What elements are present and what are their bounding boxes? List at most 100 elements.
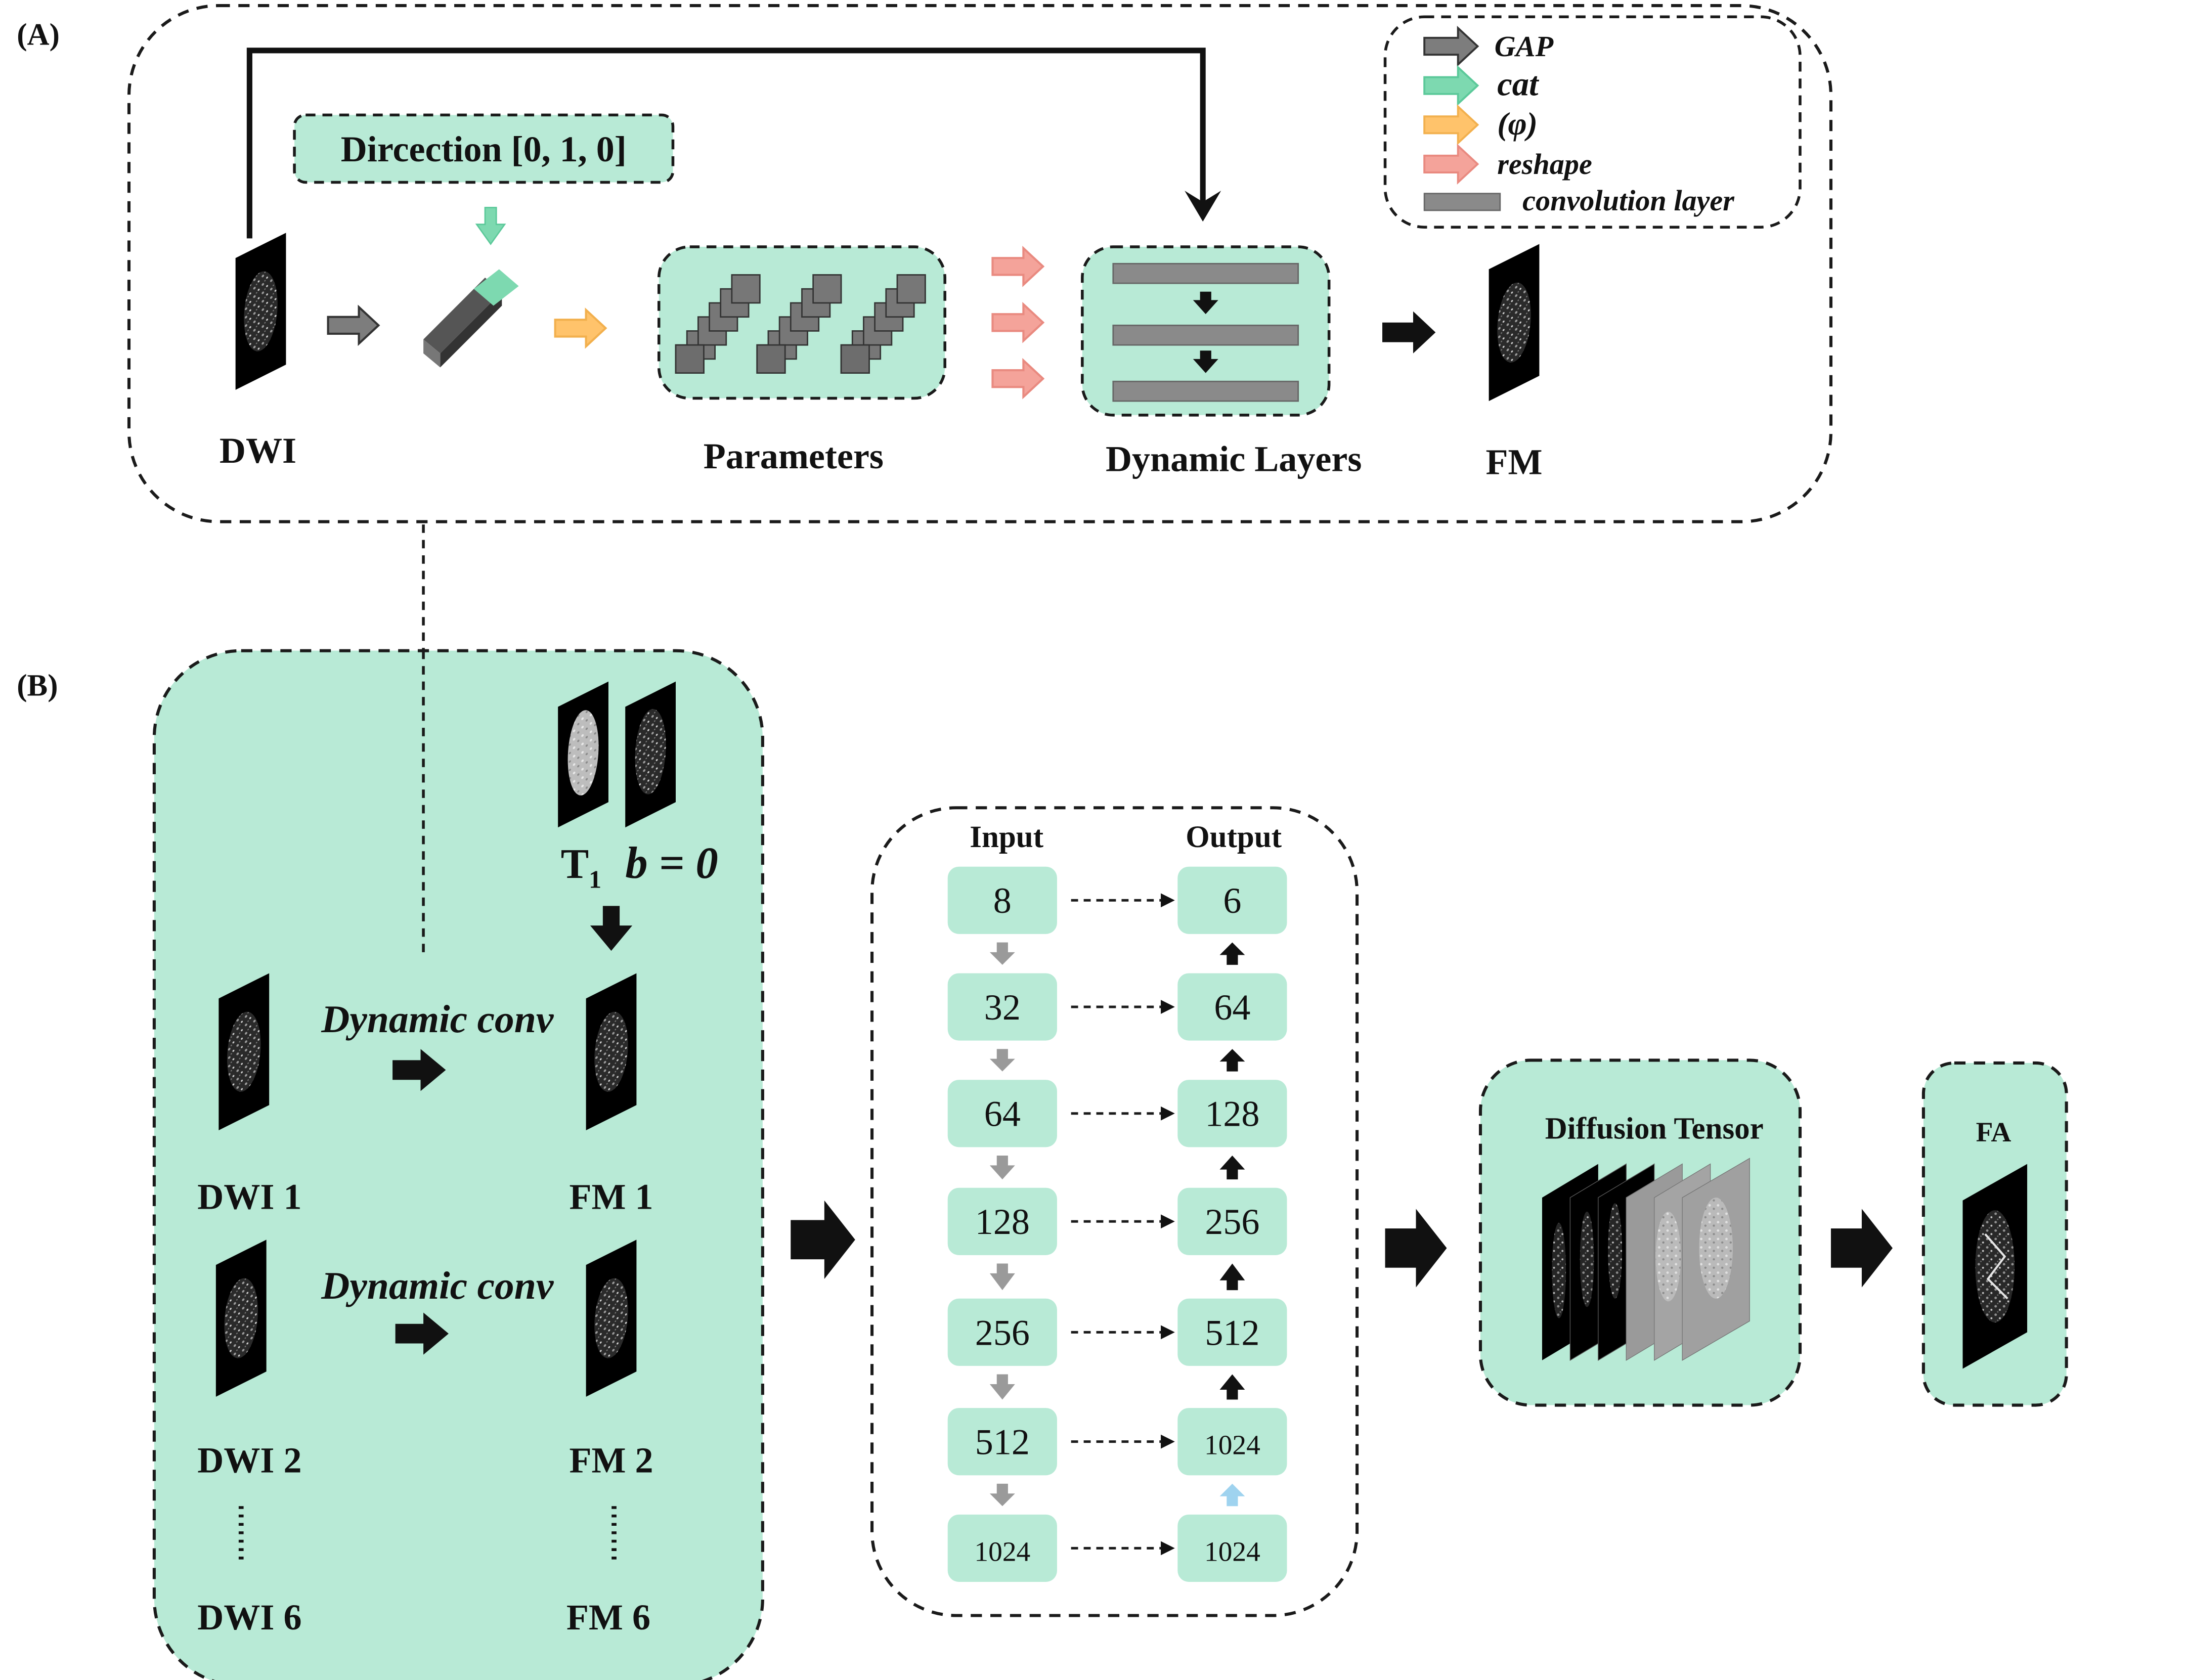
- parameter-stack-3: [840, 274, 926, 374]
- upsample-arrow-icon: [1219, 1049, 1245, 1072]
- dwi6-label: DWI 6: [197, 1597, 301, 1638]
- fm6-label: FM 6: [566, 1597, 650, 1638]
- down-arrow-icon: [1193, 291, 1218, 315]
- t1-label: T1: [561, 841, 601, 893]
- conv-layer-bar: [1112, 380, 1299, 402]
- conv-layer-bar: [1112, 324, 1299, 346]
- input-layer-value: 128: [975, 1202, 1030, 1242]
- output-layer-box: [1177, 1298, 1287, 1366]
- upsample-arrow-icon: [1219, 1483, 1245, 1507]
- downsample-arrow-icon: [989, 1049, 1015, 1072]
- fm-label-a: FM: [1486, 441, 1543, 482]
- input-layer-box: [947, 866, 1057, 934]
- phi-arrow-icon: [554, 307, 607, 349]
- dynamic-conv-panel: [152, 649, 764, 1680]
- to-fa-arrow-icon: [1830, 1209, 1893, 1288]
- downsample-arrow-icon: [989, 1155, 1015, 1180]
- output-layer-value: 1024: [1204, 1430, 1260, 1461]
- legend-reshape-label: reshape: [1497, 148, 1592, 181]
- downsample-arrow-icon: [989, 1374, 1015, 1400]
- dynamic-conv-label-2: Dynamic conv: [321, 1264, 554, 1307]
- upsample-arrow-icon: [1219, 1155, 1245, 1180]
- downsample-arrow-icon: [989, 942, 1015, 965]
- output-layer-value: 128: [1205, 1094, 1259, 1134]
- output-layer-value: 512: [1205, 1312, 1259, 1353]
- panel-a-label: (A): [17, 18, 60, 52]
- output-arrow-icon: [1382, 311, 1436, 353]
- to-network-arrow-icon: [791, 1200, 855, 1279]
- dynamic-conv-arrow-icon: [392, 1049, 446, 1091]
- input-layer-value: 256: [975, 1312, 1030, 1353]
- skip-arrowhead-icon: [1161, 1106, 1175, 1121]
- dwi2-label: DWI 2: [197, 1440, 301, 1481]
- tensor-slices-image: [1542, 1158, 1750, 1361]
- legend-phi-arrow-icon: [1423, 104, 1479, 146]
- downsample-arrow-icon: [989, 1263, 1015, 1291]
- gap-arrow-icon: [327, 304, 380, 346]
- upsample-arrow-icon: [1219, 1263, 1245, 1291]
- fm-image-a: [1489, 244, 1540, 402]
- dwi-label-a: DWI: [220, 430, 296, 471]
- output-layer-value: 6: [1223, 880, 1241, 921]
- fm1-label: FM 1: [569, 1176, 653, 1217]
- fm2-label: FM 2: [569, 1440, 653, 1481]
- reshape-arrows: [991, 246, 1045, 400]
- output-layer-box: [1177, 1187, 1287, 1255]
- input-layer-value: 64: [984, 1094, 1021, 1134]
- skip-arrowhead-icon: [1161, 1000, 1175, 1014]
- direction-box: [293, 113, 675, 184]
- direction-label: Dircection [0, 1, 0]: [341, 129, 627, 169]
- legend-phi-label: (φ): [1497, 106, 1538, 142]
- skip-arrowhead-icon: [1161, 1214, 1175, 1229]
- input-layer-value: 32: [984, 987, 1021, 1028]
- to-tensor-arrow-icon: [1385, 1209, 1447, 1288]
- output-layer-value: 64: [1214, 987, 1250, 1028]
- legend-conv-layer-icon: [1423, 193, 1501, 211]
- skip-arrowhead-icon: [1161, 1434, 1175, 1449]
- input-layer-value: 512: [975, 1422, 1030, 1463]
- panel-b-label: (B): [17, 669, 58, 702]
- input-column-title: Input: [970, 820, 1043, 854]
- conv-layer-bar: [1112, 262, 1299, 284]
- legend-cat-label: cat: [1497, 66, 1540, 103]
- input-layer-box: [947, 1408, 1057, 1476]
- input-layer-box: [947, 1514, 1057, 1582]
- skip-arrowhead-icon: [1161, 1541, 1175, 1556]
- direction-vector-block: [423, 269, 519, 368]
- output-layer-box: [1177, 1514, 1287, 1582]
- legend-gap-arrow-icon: [1423, 26, 1479, 67]
- input-layer-value: 1024: [974, 1536, 1030, 1567]
- cat-down-arrow-icon: [475, 207, 506, 245]
- network-box: [870, 806, 1359, 1617]
- parameter-stack-2: [756, 274, 842, 374]
- dynamic-conv-label-1: Dynamic conv: [321, 997, 554, 1041]
- output-layer-value: 1024: [1204, 1536, 1260, 1567]
- output-layer-box: [1177, 973, 1287, 1041]
- upsample-arrow-icon: [1219, 942, 1245, 965]
- output-layer-box: [1177, 1080, 1287, 1147]
- downsample-arrow-icon: [989, 1483, 1015, 1507]
- fa-image: [1962, 1164, 2028, 1369]
- dwi1-image: [218, 973, 270, 1131]
- fm2-image: [586, 1240, 637, 1397]
- b0-label: b = 0: [625, 838, 718, 888]
- input-layer-box: [947, 1298, 1057, 1366]
- t1-image: [558, 681, 608, 828]
- output-layer-box: [1177, 866, 1287, 934]
- reshape-arrow-icon: [991, 301, 1045, 343]
- skip-arrowhead-icon: [1185, 191, 1221, 222]
- dwi1-label: DWI 1: [197, 1176, 301, 1217]
- dynamic-conv-arrow-icon: [395, 1312, 449, 1355]
- legend-gap-label: GAP: [1495, 30, 1554, 63]
- output-layer-box: [1177, 1408, 1287, 1476]
- dynamic-layers-label: Dynamic Layers: [1106, 439, 1362, 479]
- input-layer-box: [947, 1187, 1057, 1255]
- dwi2-image: [215, 1240, 267, 1397]
- fm1-image: [586, 973, 637, 1131]
- skip-connection-line: [246, 48, 1206, 239]
- dwi-image-a: [235, 233, 286, 390]
- skip-arrowhead-icon: [1161, 1325, 1175, 1340]
- parameters-label: Parameters: [704, 436, 884, 476]
